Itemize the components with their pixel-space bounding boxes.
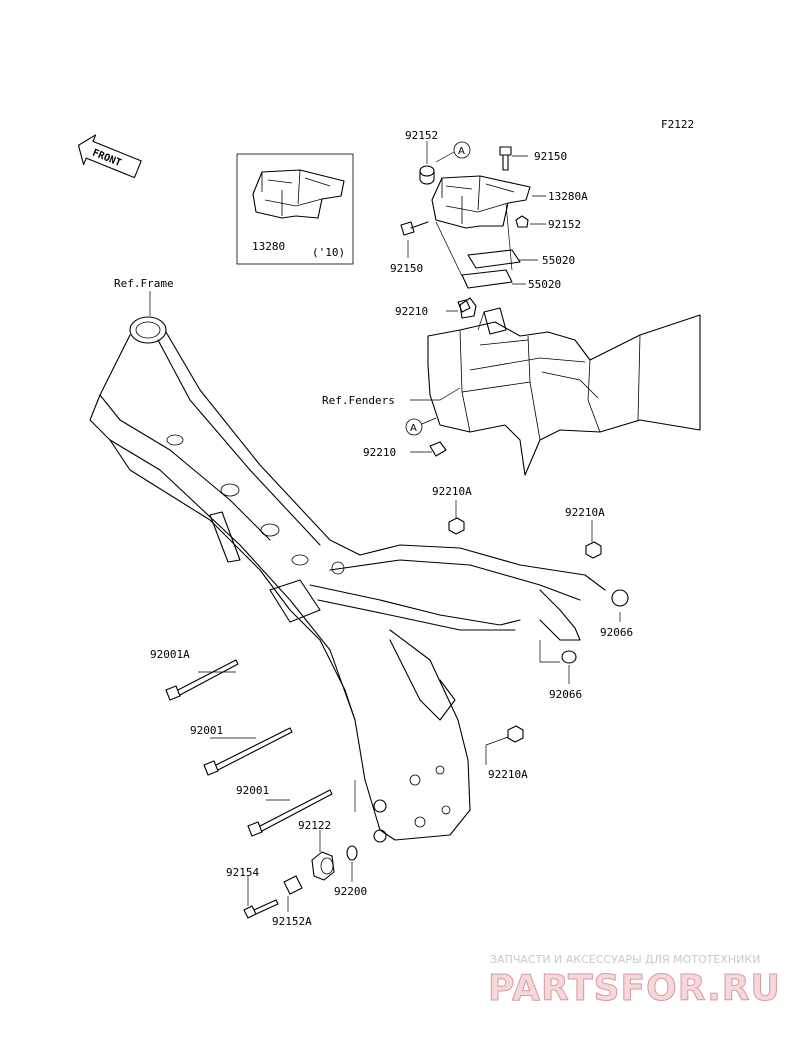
bolt-92001a — [165, 659, 239, 701]
collar-92122 — [311, 851, 335, 881]
clip-92210-b — [429, 441, 447, 457]
pad-55020-a — [467, 249, 521, 269]
inset-box: 13280 ('10) — [236, 153, 354, 265]
bolt-92150-left — [400, 221, 429, 236]
label-92210a-2: 92210A — [565, 506, 605, 519]
label-92210a-1: 92210A — [432, 485, 472, 498]
battery-tray-drawing — [427, 297, 701, 476]
label-92001-a: 92001 — [190, 724, 223, 737]
bolt-92154 — [243, 899, 279, 919]
nut-92210a-1 — [448, 517, 465, 535]
inset-part-number: 13280 — [252, 240, 285, 253]
nut-92152-right — [515, 215, 529, 228]
cap-92066-b — [561, 650, 577, 664]
label-92210a-3: 92210A — [488, 768, 528, 781]
cap-92066-a — [611, 589, 629, 607]
label-92152-top: 92152 — [405, 129, 438, 142]
svg-text:A: A — [410, 423, 417, 434]
callout-a-mid: A — [405, 417, 437, 436]
label-13280a: 13280A — [548, 190, 588, 203]
label-92210-b: 92210 — [363, 446, 396, 459]
pad-55020-b — [461, 269, 513, 289]
label-92154: 92154 — [226, 866, 259, 879]
bolt-92001-a — [203, 727, 293, 776]
label-92122: 92122 — [298, 819, 331, 832]
label-92152a: 92152A — [272, 915, 312, 928]
label-92001-b: 92001 — [236, 784, 269, 797]
label-92152-right: 92152 — [548, 218, 581, 231]
clip-92210-a — [457, 299, 471, 313]
label-92210-a: 92210 — [395, 305, 428, 318]
label-92001a: 92001A — [150, 648, 190, 661]
bolt-92150-top — [499, 146, 512, 171]
label-92150-left: 92150 — [390, 262, 423, 275]
label-92066-a: 92066 — [600, 626, 633, 639]
frame-drawing — [89, 316, 606, 843]
label-92150-top: 92150 — [534, 150, 567, 163]
battery-case-13280a-drawing — [431, 175, 531, 229]
watermark-tagline: ЗАПЧАСТИ И АКСЕССУАРЫ ДЛЯ МОТОТЕХНИКИ — [490, 953, 760, 966]
nut-92152-top — [419, 165, 435, 185]
label-92200: 92200 — [334, 885, 367, 898]
label-55020-a: 55020 — [542, 254, 575, 267]
watermark-brand: PARTSFOR.RU — [488, 968, 781, 1009]
callout-a-top: A — [435, 141, 471, 163]
front-arrow-icon: FRONT — [77, 134, 142, 179]
washer-92200 — [346, 845, 358, 861]
label-92066-b: 92066 — [549, 688, 582, 701]
bolt-92001-b — [247, 789, 333, 837]
ref-fenders-label: Ref.Fenders — [322, 394, 395, 407]
svg-text:A: A — [458, 146, 465, 157]
nut-92210a-2 — [585, 541, 602, 559]
label-55020-b: 55020 — [528, 278, 561, 291]
inset-note: ('10) — [312, 246, 345, 259]
ref-frame-label: Ref.Frame — [114, 277, 174, 290]
nut-92210a-3 — [507, 725, 524, 743]
collar-92152a — [283, 875, 303, 895]
battery-case-2010-drawing — [252, 169, 345, 219]
diagram-code: F2122 — [661, 118, 694, 131]
